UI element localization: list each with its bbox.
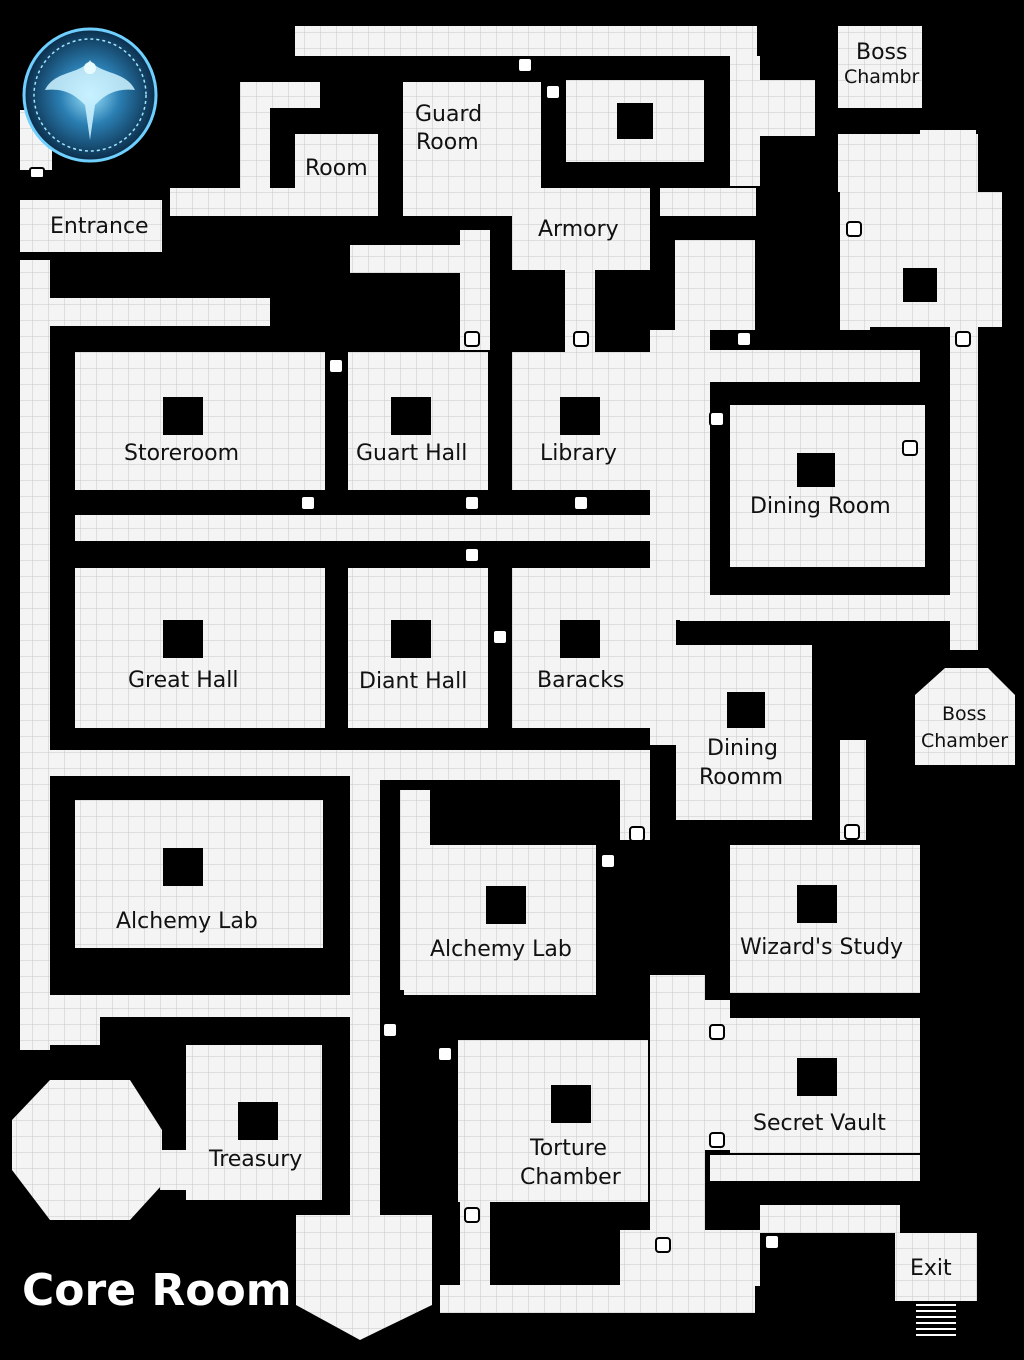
door: [655, 1237, 671, 1253]
label-wizards-study: Wizard's Study: [740, 935, 903, 960]
door: [300, 495, 316, 511]
label-storeroom: Storeroom: [124, 441, 239, 466]
doors[interactable]: [29, 57, 971, 1253]
label-great-hall: Great Hall: [128, 668, 239, 693]
door: [573, 331, 589, 347]
door: [902, 440, 918, 456]
label-entrance: Entrance: [50, 214, 149, 239]
room-northeast: [870, 192, 1002, 327]
label-library: Library: [540, 441, 617, 466]
door: [736, 331, 752, 347]
door: [492, 629, 508, 645]
label-baracks: Baracks: [537, 668, 624, 693]
door: [464, 547, 480, 563]
door: [709, 1024, 725, 1040]
door: [464, 495, 480, 511]
room-boss-right: [915, 668, 1015, 765]
room-exit: [895, 1233, 977, 1301]
label-alchemy-lab-mid: Alchemy Lab: [430, 937, 572, 962]
label-treasury: Treasury: [208, 1147, 302, 1172]
label-diant-hall: Diant Hall: [359, 669, 467, 694]
room-armory: [512, 188, 650, 270]
door: [764, 1234, 780, 1250]
door: [464, 331, 480, 347]
door: [29, 167, 45, 179]
door: [709, 1132, 725, 1148]
label-room: Room: [305, 156, 368, 181]
rooms: [12, 26, 1015, 1340]
door: [382, 1022, 398, 1038]
door: [600, 853, 616, 869]
door: [517, 57, 533, 73]
door: [844, 824, 860, 840]
room-octagon: [12, 1080, 162, 1220]
label-torture-2: Chamber: [520, 1165, 622, 1190]
label-boss-right-1: Boss: [942, 703, 986, 725]
door: [464, 1207, 480, 1223]
label-boss-top-1: Boss: [856, 40, 907, 65]
room-small: [295, 134, 378, 216]
label-guard-room-2: Room: [416, 130, 479, 155]
label-exit: Exit: [910, 1256, 952, 1281]
room-labels: Entrance Room Guard Room Armory Boss Cha…: [22, 40, 1008, 1316]
door: [955, 331, 971, 347]
door: [545, 84, 561, 100]
door: [437, 1046, 453, 1062]
room-entrance: [20, 200, 162, 252]
door: [573, 495, 589, 511]
label-alchemy-lab-left: Alchemy Lab: [116, 909, 258, 934]
label-secret-vault: Secret Vault: [753, 1111, 886, 1136]
door: [629, 826, 645, 842]
door: [846, 221, 862, 237]
room-boss-top-passage: [838, 134, 978, 192]
label-armory: Armory: [538, 217, 619, 242]
room-south-pentagon: [296, 1215, 432, 1340]
label-core-room: Core Room: [22, 1265, 292, 1316]
door: [709, 411, 725, 427]
label-dining-room: Dining Room: [750, 494, 891, 519]
label-guard-room-1: Guard: [415, 102, 482, 127]
stairs-icon: [916, 1304, 956, 1336]
winged-figure-emblem-icon: [22, 27, 158, 163]
label-dining-roomm-1: Dining: [707, 736, 778, 761]
door: [328, 358, 344, 374]
label-boss-top-2: Chambr: [844, 66, 920, 88]
label-dining-roomm-2: Roomm: [699, 765, 783, 790]
label-boss-right-2: Chamber: [921, 730, 1008, 752]
label-guart-hall: Guart Hall: [356, 441, 467, 466]
pillars: [163, 103, 937, 1140]
corridors: [20, 26, 978, 1313]
label-torture-1: Torture: [529, 1136, 607, 1161]
room-dining-roomm: [676, 645, 812, 820]
room-boss-top: [838, 26, 922, 108]
